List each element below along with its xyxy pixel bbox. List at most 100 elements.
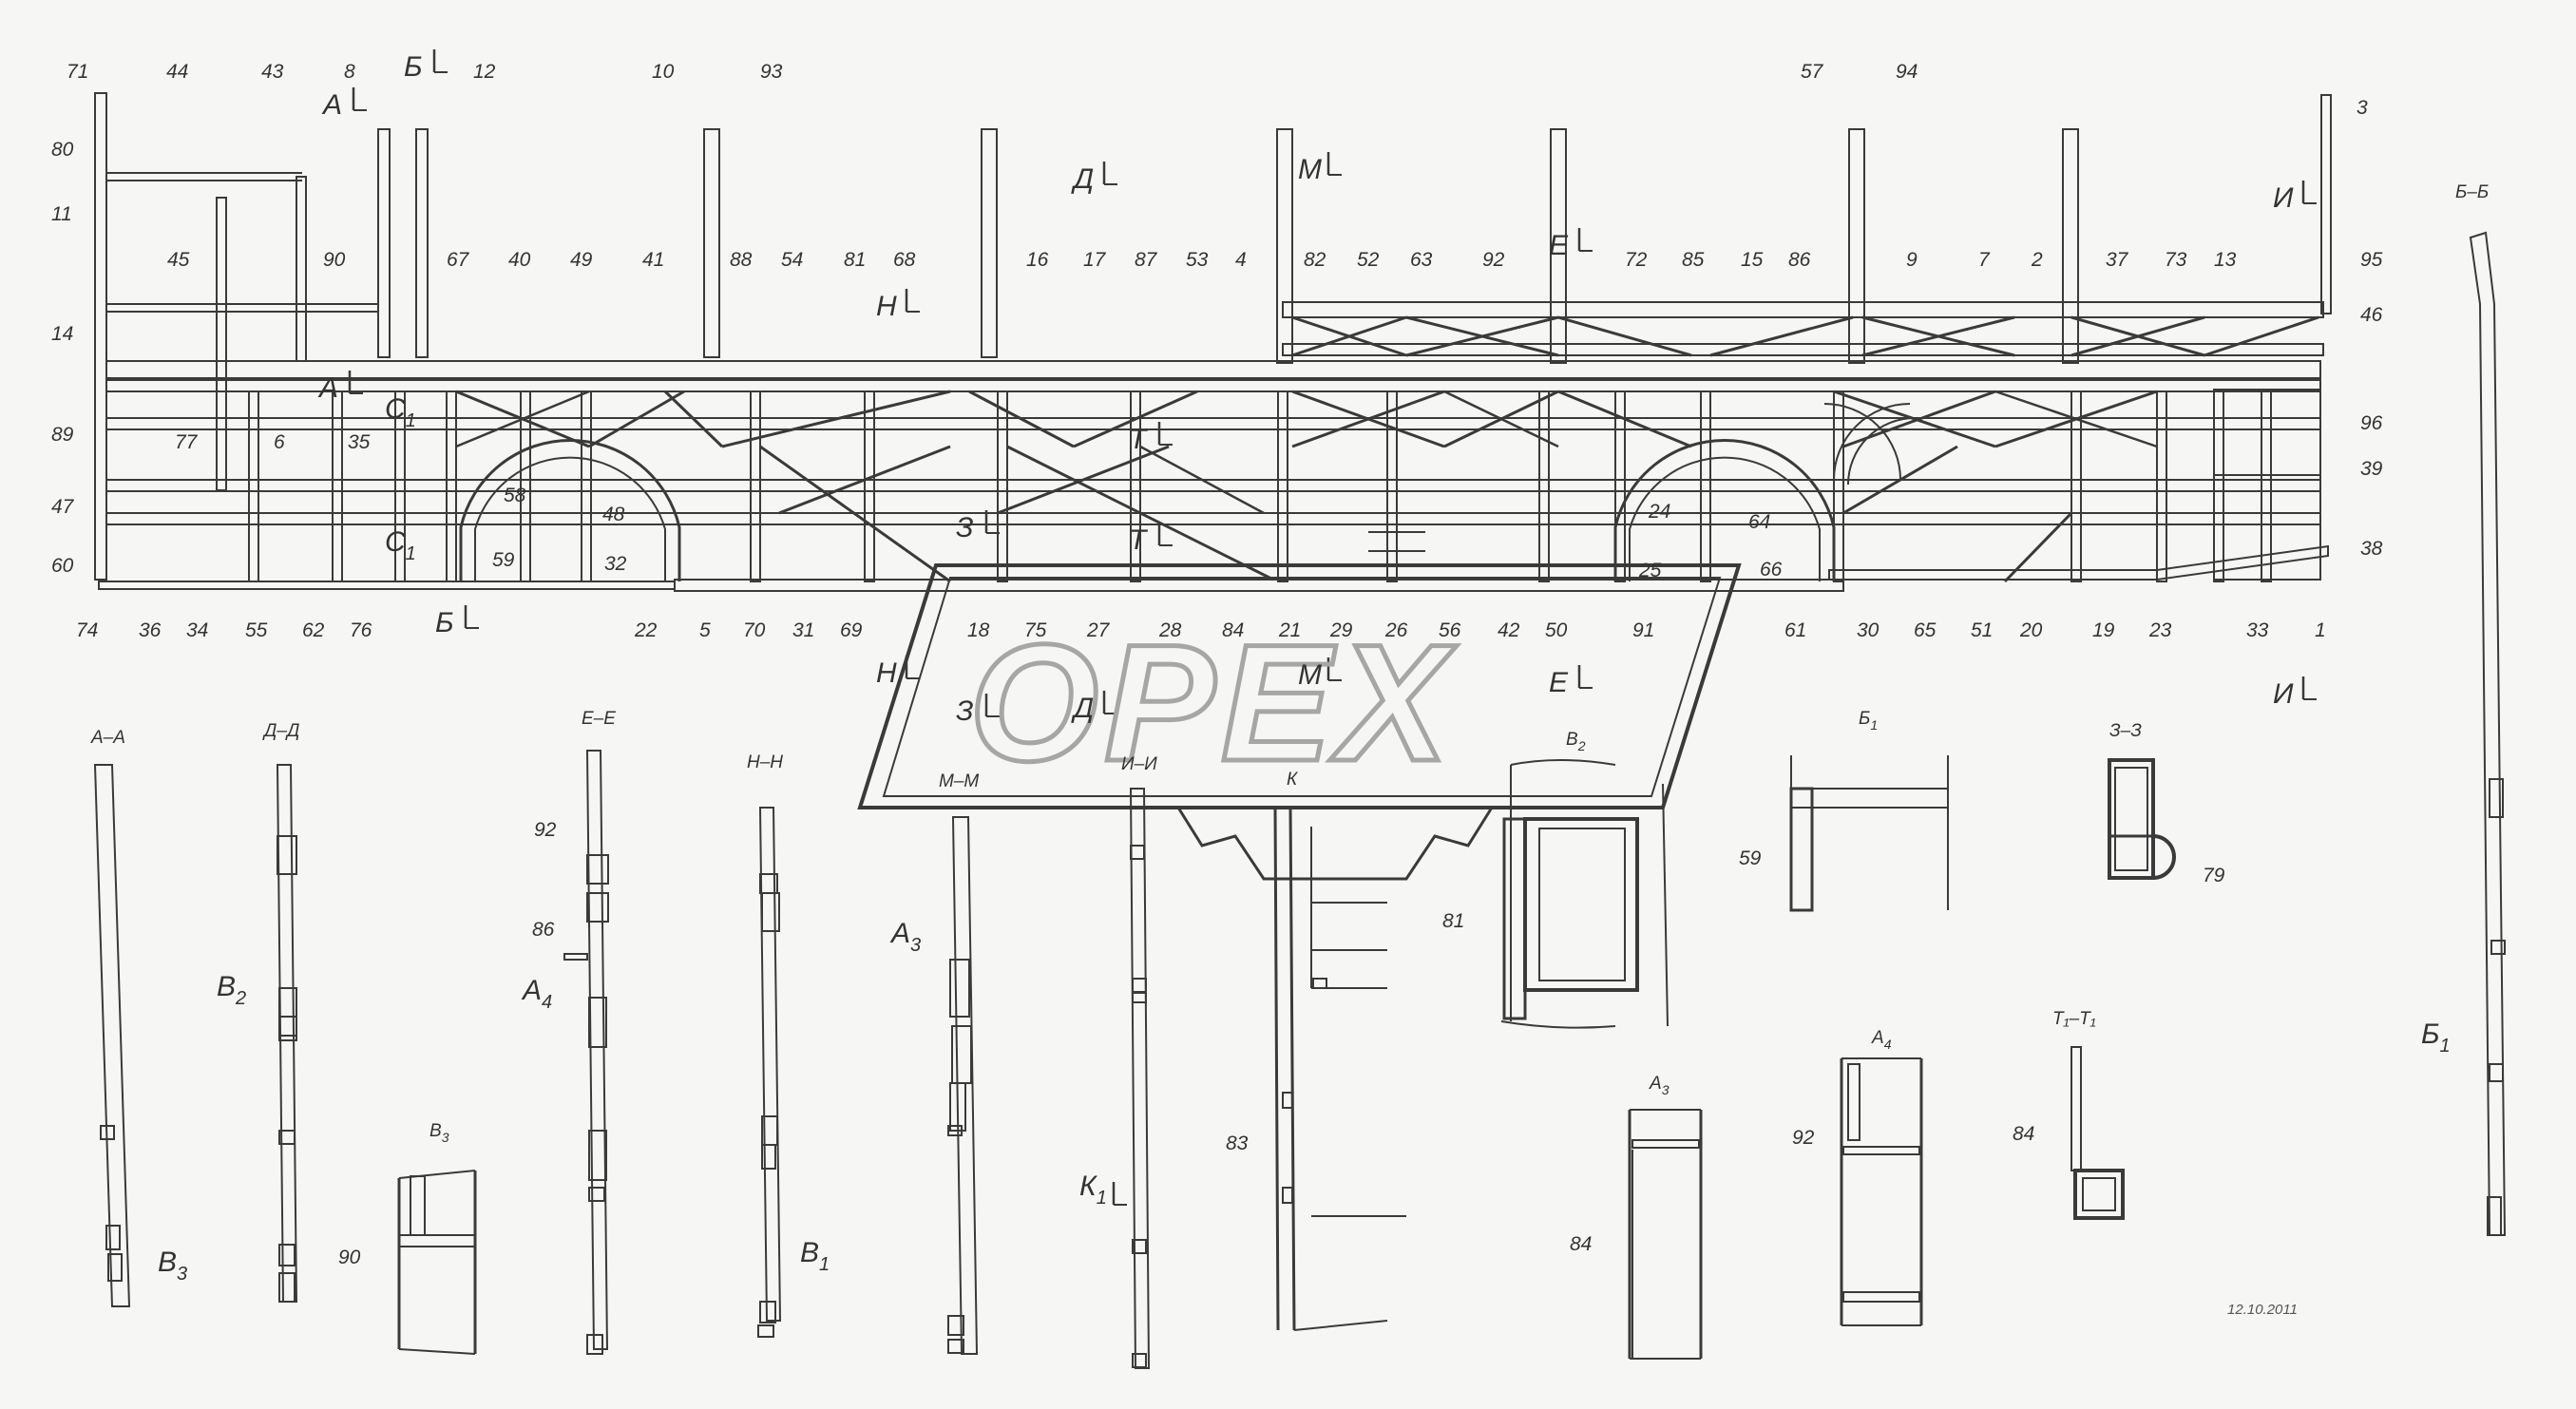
upper-truss-rail <box>1282 301 2324 318</box>
section-profile-dd <box>276 764 298 1303</box>
section-profile-hh <box>758 807 782 1322</box>
post <box>703 128 720 358</box>
stud <box>750 390 761 582</box>
truss-diagonal <box>2070 315 2205 357</box>
detail-flange <box>1631 1139 1700 1149</box>
stud <box>1833 390 1844 582</box>
k-view-line <box>1273 807 1280 1331</box>
part-number-upper-row: 7 <box>1978 249 1991 271</box>
profile-box <box>949 1082 966 1132</box>
part-number-upper-row: 9 <box>1906 249 1918 271</box>
section-profile-ii <box>1129 788 1151 1369</box>
section-mark-label: Н <box>876 291 897 322</box>
profile-box <box>761 1144 776 1170</box>
section-mark-label: И <box>2273 182 2294 214</box>
stud <box>864 390 875 582</box>
part-number-top: 93 <box>760 61 783 83</box>
part-number-interior: 35 <box>348 431 371 453</box>
truss-diagonal <box>1443 390 1559 448</box>
part-number-bottom-row: 76 <box>350 619 372 641</box>
part-number-upper-row: 63 <box>1410 249 1433 271</box>
part-number-upper-row: 73 <box>2165 249 2187 271</box>
section-view-title: М–М <box>939 771 979 791</box>
part-number-bottom-row: 65 <box>1914 619 1937 641</box>
part-number-upper-row: 16 <box>1026 249 1049 271</box>
profile-box <box>947 1125 963 1136</box>
post <box>981 128 998 358</box>
part-number-bottom-row: 62 <box>302 619 325 641</box>
part-number-interior: 48 <box>602 504 625 525</box>
zz-profile <box>2108 758 2155 880</box>
part-number-bottom-row: 33 <box>2246 619 2269 641</box>
profile-box <box>2489 1063 2504 1082</box>
section-mark-label: З <box>956 512 973 543</box>
truss-diagonal <box>2204 315 2319 357</box>
part-number-upper-row: 41 <box>642 249 664 271</box>
truss-diagonal <box>1006 445 1274 581</box>
truss-diagonal <box>1139 445 1265 515</box>
part-number-top: 71 <box>67 61 88 83</box>
profile-box <box>759 1301 776 1323</box>
part-number-bottom-row: 91 <box>1632 619 1654 641</box>
profile-box <box>278 1244 296 1266</box>
truss-diagonal <box>455 390 590 448</box>
part-number-bottom-row: 28 <box>1158 619 1182 641</box>
profile-box <box>1130 845 1145 860</box>
part-number-upper-row: 13 <box>2214 249 2237 271</box>
weld-mark <box>563 953 588 961</box>
section-mark-label: С1 <box>385 526 416 564</box>
profile-box <box>2490 940 2506 955</box>
section-view-title: А–А <box>90 728 125 748</box>
part-number-upper-row: 85 <box>1682 249 1705 271</box>
part-number-bottom-row: 55 <box>245 619 268 641</box>
part-number-interior: 77 <box>175 431 199 453</box>
part-number-interior: 58 <box>504 485 526 506</box>
part-number-bottom-row: 42 <box>1498 619 1520 641</box>
section-view-title: Д–Д <box>262 721 299 741</box>
detail-part-number: 59 <box>1739 847 1762 869</box>
post <box>1550 128 1567 364</box>
stud <box>394 390 406 582</box>
part-number-bottom-row: 29 <box>1329 619 1353 641</box>
part-number-top: 10 <box>652 61 675 83</box>
profile-box <box>278 1130 296 1145</box>
stud <box>2156 390 2167 582</box>
part-number-top: 43 <box>261 61 284 83</box>
stud <box>1130 390 1141 582</box>
part-number-right: 96 <box>2360 412 2383 434</box>
part-number-upper-row: 68 <box>893 249 916 271</box>
part-number-left: 89 <box>51 424 74 446</box>
zz-profile <box>2114 767 2148 871</box>
section-mark-label: Т <box>1129 524 1149 556</box>
stud <box>248 390 259 582</box>
part-number-upper-row: 2 <box>2031 249 2043 271</box>
detail-flange <box>1842 1291 1920 1303</box>
part-number-bottom-row: 69 <box>840 619 863 641</box>
part-number-bottom-row: 75 <box>1024 619 1047 641</box>
stud <box>1538 390 1550 582</box>
part-number-upper-row: 40 <box>508 249 531 271</box>
part-number-top: 94 <box>1896 61 1918 83</box>
part-number-bottom-row: 5 <box>699 619 711 641</box>
section-view-label: В1 <box>800 1237 830 1275</box>
stud <box>520 390 531 582</box>
post <box>94 92 107 581</box>
section-view-title: Б–Б <box>2455 182 2489 202</box>
watermark-frame <box>857 563 1742 809</box>
truss-diagonal <box>1994 390 2158 448</box>
section-view-label: В3 <box>158 1247 187 1285</box>
part-number-bottom-row: 21 <box>1278 619 1301 641</box>
part-number-upper-row: 90 <box>323 249 346 271</box>
stud <box>997 390 1008 582</box>
detail-part-number: 84 <box>2013 1123 2034 1145</box>
part-number-bottom-row: 34 <box>186 619 208 641</box>
part-number-upper-row: 87 <box>1135 249 1158 271</box>
part-number-bottom-row: 74 <box>76 619 98 641</box>
part-number-bottom-row: 70 <box>743 619 766 641</box>
detail-part-number: 81 <box>1442 910 1464 932</box>
detail-part-number: 92 <box>534 819 557 841</box>
part-number-top: 8 <box>344 61 355 83</box>
profile-box <box>278 987 297 1037</box>
truss-diagonal <box>2003 511 2073 583</box>
detail-hatch <box>1789 787 1814 912</box>
